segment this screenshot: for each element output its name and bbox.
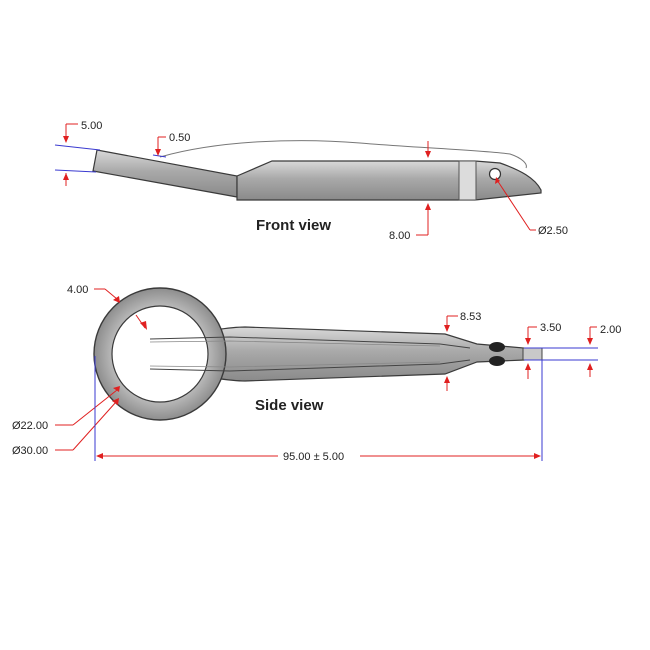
- side-dimensions: 4.00 8.53 3.50 2.00 Ø22.00 Ø30.00: [12, 284, 621, 463]
- side-handle: [213, 326, 525, 382]
- side-tine-lower: [149, 359, 471, 372]
- front-band: [458, 160, 477, 201]
- dim-front-body-height: 8.00: [389, 230, 410, 242]
- front-view-label: Front view: [256, 217, 331, 234]
- dim-tip-width: 2.00: [600, 324, 621, 336]
- side-bump-lower: [489, 356, 505, 366]
- dim-overall-length: 95.00 ± 5.00: [283, 451, 344, 463]
- front-upper-wire: [159, 140, 527, 169]
- side-view-label: Side view: [255, 397, 324, 414]
- dim-front-hole-dia: Ø2.50: [538, 225, 568, 237]
- side-tine-lower-2: [149, 361, 441, 368]
- front-hole: [488, 167, 502, 181]
- side-ring-inner: [111, 305, 209, 403]
- dim-ring-inner-dia: Ø22.00: [12, 420, 48, 432]
- side-tip: [522, 347, 543, 361]
- dim-front-step: 0.50: [169, 132, 190, 144]
- front-dimensions: 5.00 0.50 8.00 Ø2.50: [54, 120, 568, 242]
- dim-neck-width: 8.53: [460, 311, 481, 323]
- dim-ring-outer-dia: Ø30.00: [12, 445, 48, 457]
- side-tine-upper: [149, 336, 471, 349]
- dim-front-tip-thickness: 5.00: [81, 120, 102, 132]
- side-bump-upper: [489, 342, 505, 352]
- dim-ring-width: 4.00: [67, 284, 88, 296]
- side-tine-upper-2: [149, 340, 441, 347]
- front-view: [92, 140, 542, 201]
- dim-tip-length: 3.50: [540, 322, 561, 334]
- front-main-body: [236, 160, 542, 201]
- side-view: [93, 287, 543, 421]
